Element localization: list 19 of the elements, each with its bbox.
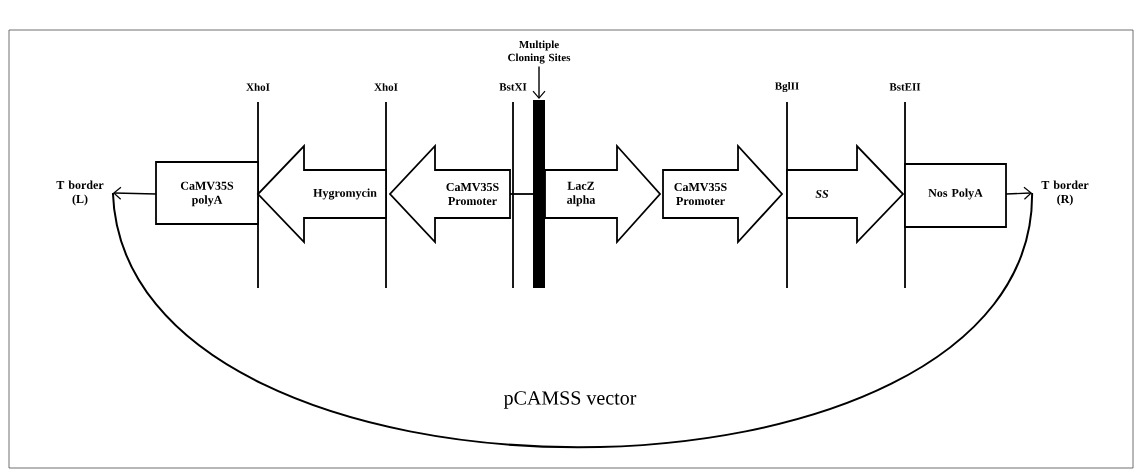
arrow (532, 65, 546, 100)
vector-label: pCAMSS vector (503, 391, 637, 409)
site-label: BglII (774, 82, 799, 93)
site-label: BstEII (889, 83, 921, 91)
gene-box: Nos PolyA (904, 163, 1007, 228)
arrow (1005, 186, 1033, 200)
site-label: XhoI (374, 83, 398, 91)
gene-segment: CaMV35S Promoter (662, 143, 784, 245)
gene-segment: CaMV35S Promoter (388, 143, 511, 245)
cloning-site-bar (533, 100, 545, 288)
gene-segment: SS (786, 143, 905, 245)
label-text: T border (L) (56, 180, 104, 206)
gene-segment: LacZ alpha (544, 143, 662, 245)
site-label: BstXI (499, 83, 527, 91)
site-label: XhoI (246, 83, 270, 91)
arrow (112, 186, 157, 200)
gene-box: CaMV35S polyA (155, 161, 259, 225)
label-text: Multiple Cloning Sites (508, 40, 571, 64)
label-text: T border (R) (1041, 180, 1089, 206)
